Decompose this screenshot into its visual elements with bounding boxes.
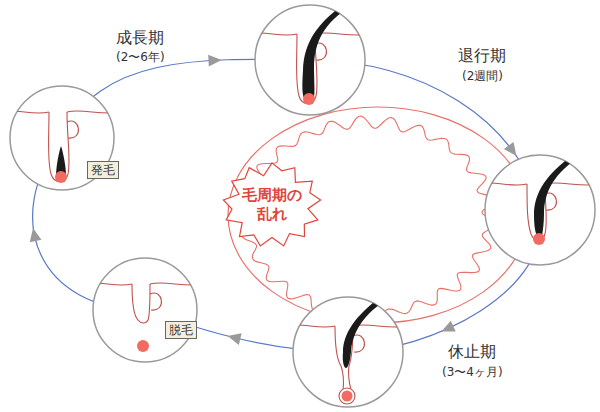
follicle-catagen: [480, 150, 600, 265]
phase-name: 退行期: [458, 47, 506, 65]
tag-text: 発毛: [91, 163, 115, 177]
burst-text-holder: 毛周期の 乱れ: [241, 186, 303, 224]
phase-duration: (2週間): [462, 70, 503, 83]
disorder-wave: [239, 116, 496, 318]
tag-text: 脱毛: [169, 323, 193, 337]
starburst-polygon: [223, 163, 320, 246]
burst-shape: 毛周期の 乱れ: [222, 162, 322, 248]
disorder-ellipse: [228, 107, 528, 323]
cycle-arrowhead: [208, 54, 222, 67]
stage-tag: 発毛: [87, 161, 119, 179]
phase-duration: (2〜6年): [116, 51, 165, 64]
follicle-anagen-start: [2, 86, 122, 190]
cycle-arrowhead: [27, 227, 41, 242]
phase-duration: (3〜4ヶ月): [442, 366, 503, 379]
follicle-telogen: [288, 292, 408, 407]
phase-name: 休止期: [448, 343, 496, 361]
burst-text: 毛周期の 乱れ: [241, 186, 303, 224]
phase-name: 成長期: [116, 29, 164, 47]
cycle-arrowhead: [504, 142, 521, 160]
follicle-shedding: [85, 258, 205, 362]
cycle-arrowhead: [226, 330, 241, 345]
cycle-arrowhead: [439, 321, 456, 337]
follicle-anagen: [250, 0, 370, 115]
stage-tag: 脱毛: [165, 321, 197, 339]
